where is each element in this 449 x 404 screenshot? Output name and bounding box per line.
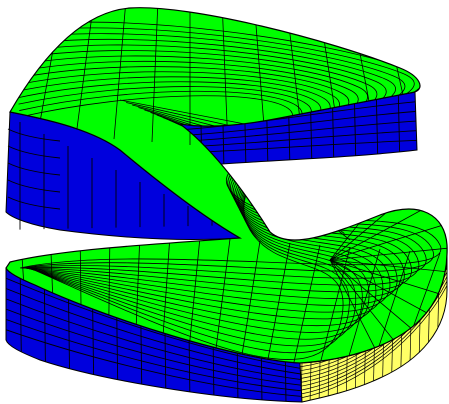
mesh-longitudinal-line xyxy=(17,81,363,340)
mesh-cross-line xyxy=(263,242,291,363)
wall-layer-line xyxy=(7,162,61,176)
mesh-cross-line xyxy=(151,7,159,143)
mesh-longitudinal-line xyxy=(19,95,344,360)
mesh-cross-line xyxy=(113,7,127,140)
wall-layer-line xyxy=(180,110,417,137)
mesh-cross-line xyxy=(221,7,229,149)
mesh-longitudinal-line xyxy=(18,86,357,347)
wall-layer-line xyxy=(7,128,61,142)
wall-layer-line xyxy=(7,145,61,159)
mesh-cross-line xyxy=(315,246,351,363)
mesh-cross-line xyxy=(75,7,95,137)
mesh-cross-line xyxy=(289,244,321,363)
mesh-cross-line xyxy=(119,99,251,126)
wall-layer-line xyxy=(180,130,417,148)
mesh-cross-line xyxy=(329,245,448,261)
mesh-cross-line xyxy=(329,259,394,363)
end-layer-line xyxy=(300,285,448,399)
wall-layer-line xyxy=(180,120,417,142)
left-side-wall xyxy=(5,111,242,241)
wall-layer-line xyxy=(7,179,61,193)
wall-layer-line xyxy=(180,101,417,131)
wall-layer-line xyxy=(7,196,61,210)
mesh-longitudinal-line xyxy=(19,90,350,354)
